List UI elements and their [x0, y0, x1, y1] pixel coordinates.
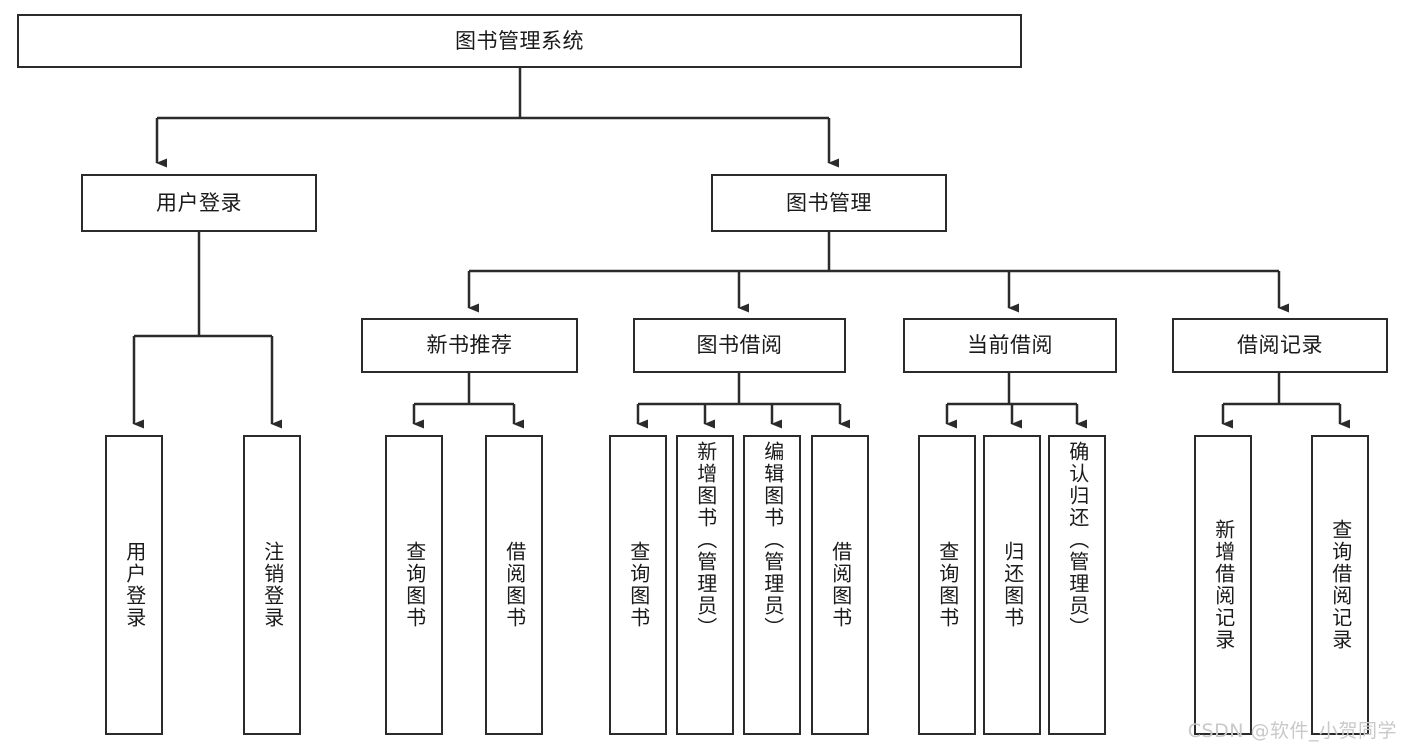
- leaf-add-book[interactable]: 新增图书（管理员）: [676, 435, 734, 735]
- node-root[interactable]: 图书管理系统: [17, 14, 1022, 68]
- leaf-query-book-2[interactable]: 查询图书: [609, 435, 667, 735]
- leaf-query-book-1[interactable]: 查询图书: [385, 435, 443, 735]
- node-borrow-record[interactable]: 借阅记录: [1172, 318, 1388, 373]
- node-book-borrow[interactable]: 图书借阅: [633, 318, 846, 373]
- csdn-watermark: CSDN @软件_小贺同学: [1187, 720, 1397, 742]
- leaf-user-login[interactable]: 用户登录: [105, 435, 163, 735]
- leaf-add-record[interactable]: 新增借阅记录: [1194, 435, 1252, 735]
- leaf-query-record[interactable]: 查询借阅记录: [1311, 435, 1369, 735]
- node-book-manage[interactable]: 图书管理: [711, 174, 947, 232]
- node-current-borrow[interactable]: 当前借阅: [903, 318, 1117, 373]
- leaf-borrow-book-2[interactable]: 借阅图书: [811, 435, 869, 735]
- leaf-return-book[interactable]: 归还图书: [983, 435, 1041, 735]
- leaf-query-book-3[interactable]: 查询图书: [918, 435, 976, 735]
- leaf-confirm-return[interactable]: 确认归还（管理员）: [1048, 435, 1106, 735]
- node-new-book-rec[interactable]: 新书推荐: [361, 318, 578, 373]
- node-user-login[interactable]: 用户登录: [81, 174, 317, 232]
- leaf-borrow-book-1[interactable]: 借阅图书: [485, 435, 543, 735]
- leaf-logout[interactable]: 注销登录: [243, 435, 301, 735]
- leaf-edit-book[interactable]: 编辑图书（管理员）: [743, 435, 801, 735]
